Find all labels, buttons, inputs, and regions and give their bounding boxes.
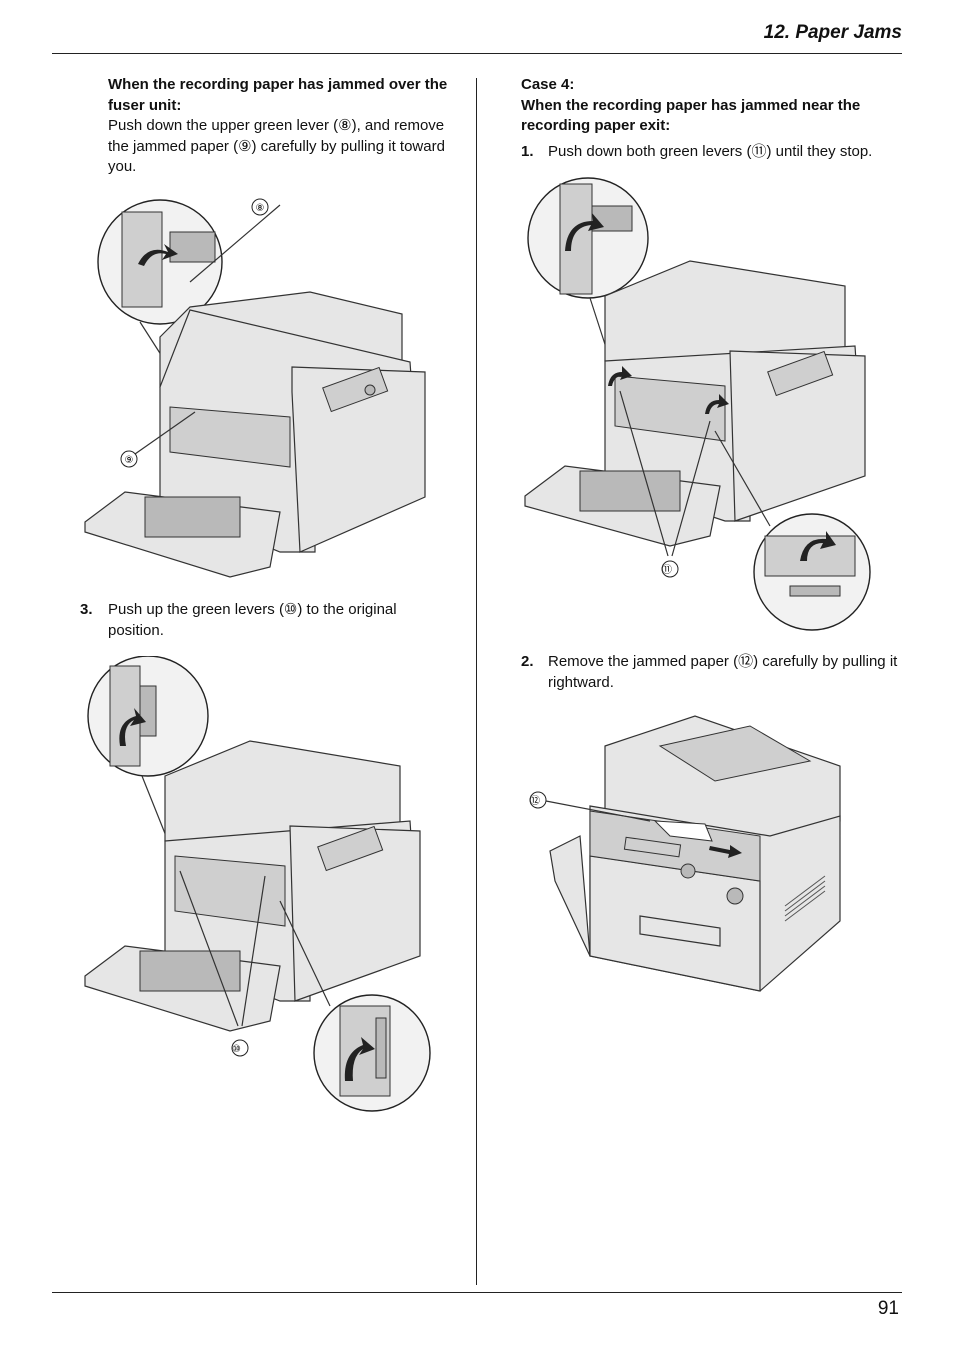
step-3-text: Push up the green levers (⑩) to the orig…: [108, 601, 397, 639]
page-number: 91: [877, 1298, 899, 1319]
green-levers-illustration: ⑩: [84, 656, 431, 1112]
callout-8-label: ⑧: [256, 203, 265, 214]
step-1-number: 1.: [521, 143, 534, 160]
fuser-jam-body: Push down the upper green lever (⑧), and…: [108, 117, 445, 175]
step-1: 1. Push down both green levers (⑪) until…: [521, 142, 906, 163]
footer-rule: [52, 1292, 902, 1293]
step-3: 3. Push up the green levers (⑩) to the o…: [80, 600, 452, 639]
step-2-number: 2.: [521, 653, 534, 670]
column-divider: [476, 78, 477, 1285]
step-2: 2. Remove the jammed paper (⑫) carefully…: [521, 652, 906, 691]
step-1-text: Push down both green levers (⑪) until th…: [548, 143, 873, 160]
fuser-jam-heading: When the recording paper has jammed over…: [108, 76, 448, 114]
step-2-text: Remove the jammed paper (⑫) carefully by…: [548, 653, 898, 691]
case-4-section: Case 4: When the recording paper has jam…: [521, 75, 906, 137]
callout-11-label: ⑪: [662, 564, 672, 576]
step-3-number: 3.: [80, 601, 93, 618]
callout-12-label: ⑫: [530, 795, 540, 807]
case-4-label: Case 4:: [521, 76, 575, 93]
exit-levers-illustration: ⑪: [524, 177, 871, 631]
fuser-jam-illustration: ⑧ ⑨: [84, 198, 426, 578]
case-4-heading: When the recording paper has jammed near…: [521, 96, 861, 135]
header-rule: [52, 53, 902, 54]
callout-9-label: ⑨: [125, 455, 134, 466]
page-header-title: 12. Paper Jams: [763, 22, 902, 43]
fuser-jam-section: When the recording paper has jammed over…: [108, 75, 460, 178]
callout-10-label: ⑩: [232, 1044, 241, 1055]
exit-jam-illustration: ⑫: [529, 715, 841, 992]
